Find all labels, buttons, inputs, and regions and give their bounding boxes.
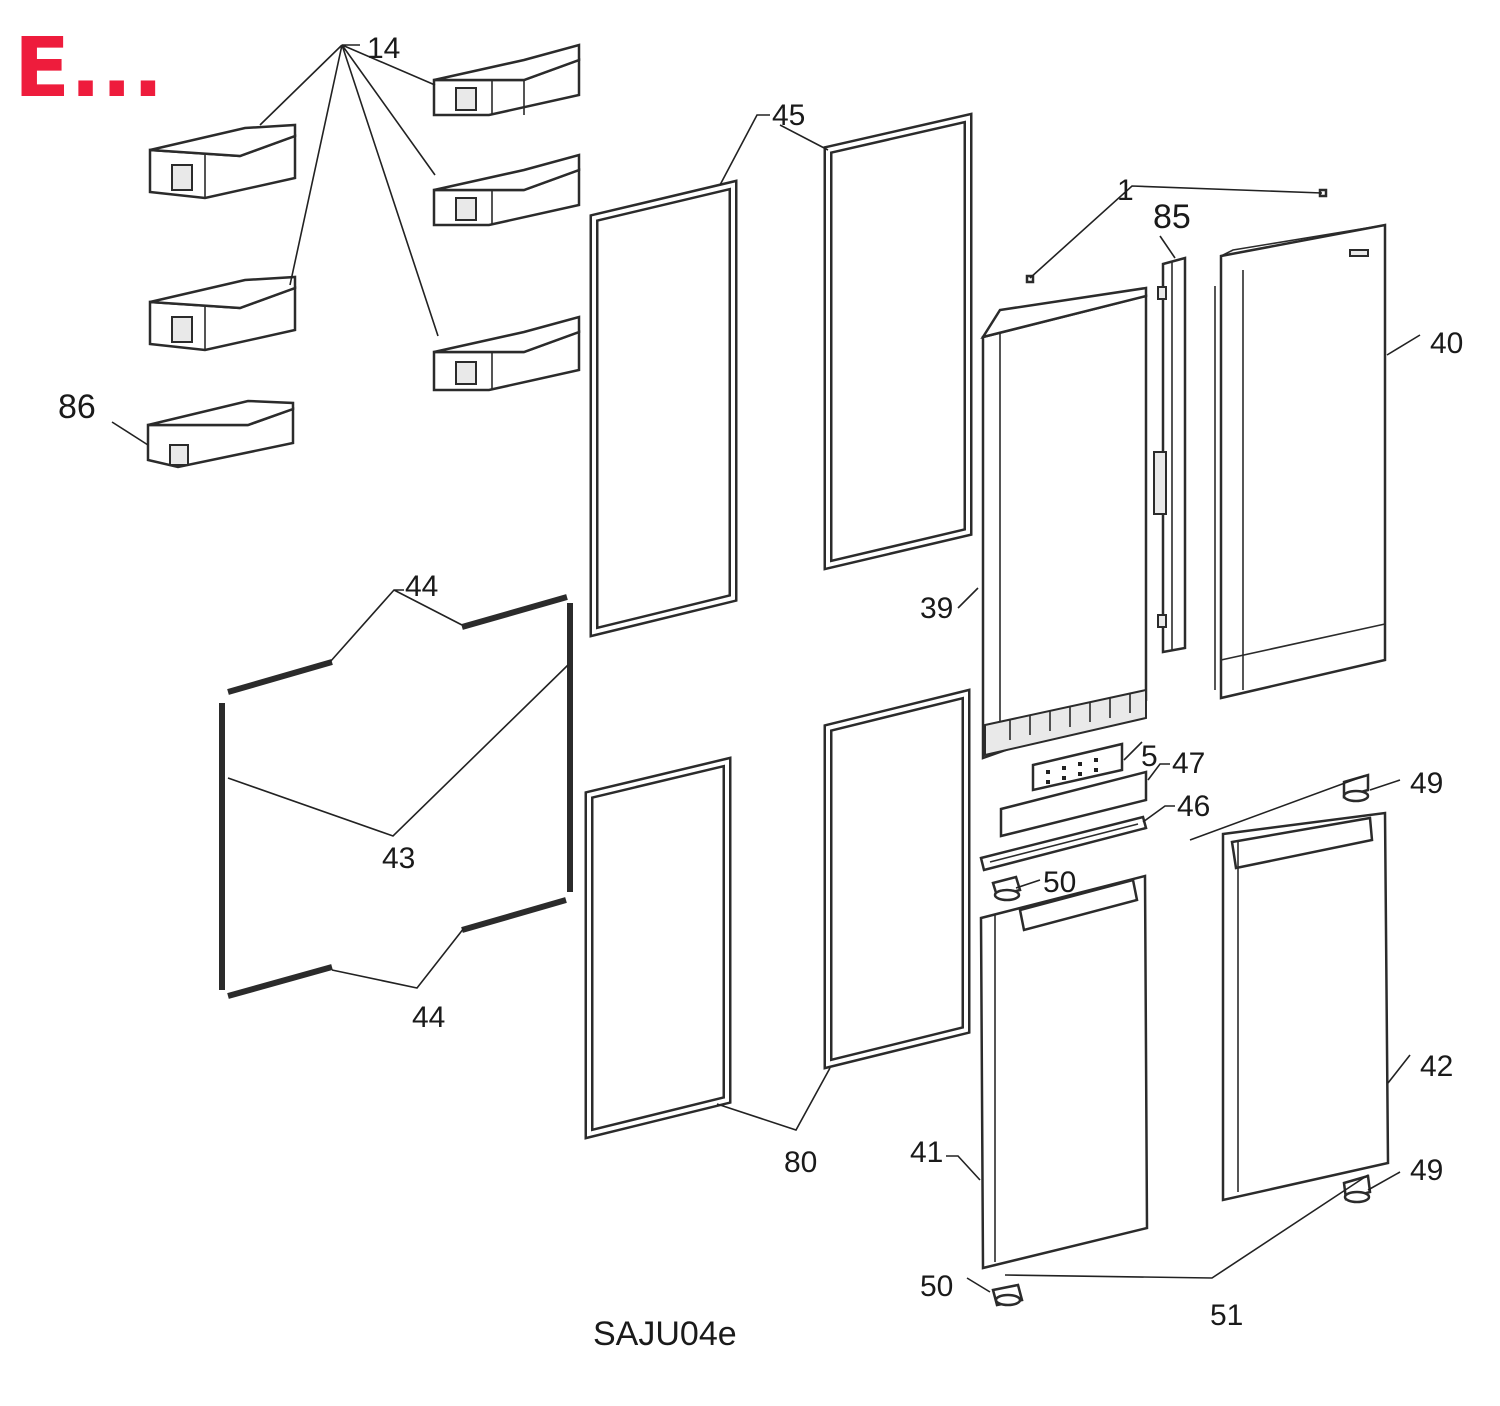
leader-44-bottom	[331, 927, 465, 989]
callout-44-bottom: 44	[412, 1001, 445, 1034]
callout-50-top: 50	[1043, 866, 1076, 899]
leader-44-top	[329, 589, 463, 663]
brand-badge: E...	[14, 21, 163, 116]
callout-85: 85	[1153, 198, 1191, 236]
leader-45	[719, 114, 829, 186]
leader-50-bottom	[966, 1277, 991, 1293]
door-shelf-upper-left[interactable]	[148, 123, 297, 200]
callout-1: 1	[1117, 174, 1134, 207]
callout-49-bottom: 49	[1410, 1154, 1443, 1187]
leader-80	[716, 1067, 831, 1131]
callout-47: 47	[1172, 747, 1205, 780]
leader-49-top	[1189, 775, 1401, 841]
door-shelf-low-right[interactable]	[432, 315, 581, 392]
leader-14	[259, 44, 439, 337]
callout-45: 45	[772, 99, 805, 132]
callout-86: 86	[58, 388, 96, 426]
leader-1	[1029, 185, 1323, 279]
lower-hinge-part-49[interactable]	[1342, 1174, 1372, 1204]
door-shelf-mid-right[interactable]	[432, 153, 581, 227]
leader-47	[1147, 763, 1170, 781]
callout-41: 41	[910, 1136, 943, 1169]
leader-42	[1387, 1054, 1411, 1084]
leader-43	[227, 664, 569, 837]
leader-85	[1159, 235, 1176, 259]
leader-46	[1142, 805, 1175, 823]
door-gasket-right-upper[interactable]	[823, 112, 973, 571]
door-gasket-right-lower[interactable]	[823, 688, 971, 1070]
lower-hinge-part-50[interactable]	[991, 1283, 1024, 1307]
callout-43: 43	[382, 842, 415, 875]
callout-80: 80	[784, 1146, 817, 1179]
callout-42: 42	[1420, 1050, 1453, 1083]
control-cover-part-46[interactable]	[979, 815, 1148, 872]
lower-left-door-part-41[interactable]	[979, 874, 1149, 1270]
callout-49-top: 49	[1410, 767, 1443, 800]
callout-40: 40	[1430, 327, 1463, 360]
callout-44-top: 44	[405, 570, 438, 603]
door-shelf-small-86[interactable]	[146, 399, 295, 469]
middle-hinge-part-50[interactable]	[991, 875, 1022, 902]
leader-51	[1004, 1174, 1369, 1279]
control-display-part-5[interactable]	[1031, 742, 1124, 792]
upper-door-outer-panel[interactable]	[1214, 223, 1387, 700]
callout-5: 5	[1141, 740, 1158, 773]
handle-trim-part-85[interactable]	[1153, 256, 1187, 654]
callout-50-bottom: 50	[920, 1270, 953, 1303]
leader-39	[957, 587, 979, 609]
drawing-code: SAJU04e	[593, 1315, 737, 1353]
leader-40	[1386, 334, 1421, 356]
lower-right-door-part-42[interactable]	[1221, 811, 1390, 1202]
leader-5	[1123, 741, 1143, 761]
callout-46: 46	[1177, 790, 1210, 823]
door-gasket-left-lower[interactable]	[584, 756, 732, 1140]
upper-door-inner-panel[interactable]	[980, 286, 1148, 760]
leader-49-bottom	[1367, 1171, 1401, 1191]
callout-39: 39	[920, 592, 953, 625]
callout-14: 14	[367, 32, 400, 65]
door-shelf-top-right[interactable]	[432, 43, 581, 117]
door-shelf-mid-left[interactable]	[148, 275, 297, 352]
gasket-strips[interactable]	[219, 594, 573, 999]
door-gasket-left-upper[interactable]	[589, 179, 738, 638]
control-board-part-47[interactable]	[999, 770, 1148, 838]
callout-51: 51	[1210, 1299, 1243, 1332]
leader-50-top	[1015, 879, 1041, 889]
leader-41	[946, 1155, 981, 1181]
leader-86	[111, 421, 149, 446]
